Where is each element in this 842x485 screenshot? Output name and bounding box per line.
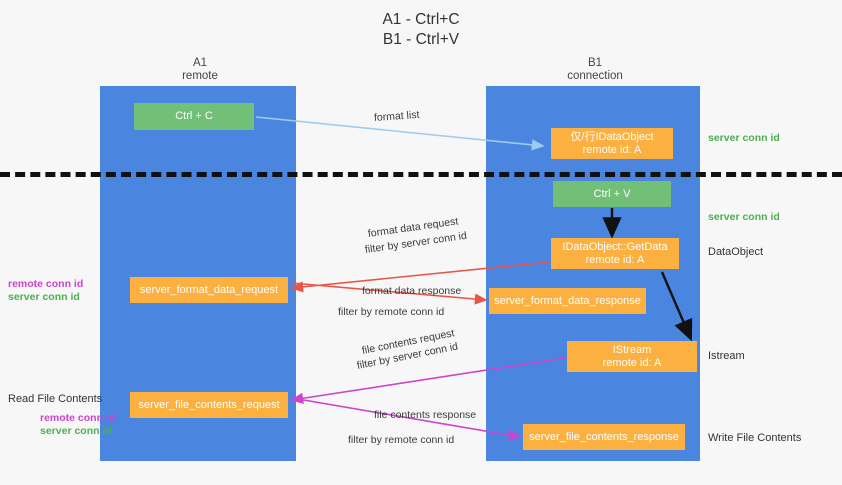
title-line-2: B1 - Ctrl+V [382,31,460,48]
box-server-format-data-request: server_format_data_request [130,277,288,303]
box-server-format-data-response-label: server_format_data_response [494,294,641,307]
diagram-title: A1 - Ctrl+C B1 - Ctrl+V [0,10,842,50]
box-getdata-title: IDataObject::GetData [562,240,668,253]
phase-divider [0,172,842,177]
label-server-conn-id-top: server conn id [708,132,780,144]
label-file-contents-response: file contents response [374,409,477,421]
box-idataobject: 仅/行IDataObject remote id: A [551,128,673,159]
box-server-format-data-response: server_format_data_response [489,288,646,314]
column-b1-role: connection [567,70,623,82]
box-ctrl-c-label: Ctrl + C [175,110,213,122]
label-server-conn-id-mid: server conn id [708,211,780,223]
filter-value-remote-conn-id: remote conn id [374,306,445,318]
filter-prefix: filter by [355,353,395,372]
label-file-contents-response-filter: filter by remote conn id [348,434,454,446]
box-idataobject-title: 仅/行IDataObject [570,130,654,143]
column-header-b1: B1 connection [520,57,670,83]
box-server-file-contents-request: server_file_contents_request [130,392,288,418]
filter-prefix: filter by [338,306,375,318]
box-getdata-subtitle: remote id: A [585,253,645,266]
box-istream: IStream remote id: A [567,341,697,372]
filter-prefix: filter by [348,434,385,446]
box-idataobject-subtitle: remote id: A [582,143,642,156]
box-ctrl-c: Ctrl + C [134,103,254,130]
filter-value-remote-conn-id: remote conn id [384,434,455,446]
box-getdata: IDataObject::GetData remote id: A [551,238,679,269]
label-format-data-response-filter: filter by remote conn id [338,306,444,318]
box-server-file-contents-response-label: server_file_contents_response [529,430,679,443]
column-header-a1: A1 remote [130,57,270,83]
label-istream: Istream [708,350,745,362]
box-ctrl-v: Ctrl + V [553,181,671,207]
label-read-file-contents: Read File Contents [8,393,103,405]
filter-prefix: filter by [364,238,403,256]
box-ctrl-v-label: Ctrl + V [593,187,631,200]
box-istream-subtitle: remote id: A [602,356,662,369]
box-server-file-contents-request-label: server_file_contents_request [138,398,280,411]
label-write-file-contents: Write File Contents [708,432,802,444]
label-format-list: format list [373,108,420,124]
box-istream-title: IStream [612,343,652,356]
column-b1-name: B1 [587,57,603,69]
column-a1-role: remote [182,70,218,82]
label-server-conn-id-bottom: server conn id [40,425,112,437]
label-remote-conn-id-bottom: remote conn id [40,412,116,424]
label-remote-conn-id-top: remote conn id [8,278,84,290]
label-server-conn-id-left-top: server conn id [8,291,80,303]
column-a1-name: A1 [192,57,208,69]
box-server-file-contents-response: server_file_contents_response [523,424,685,450]
title-line-1: A1 - Ctrl+C [382,11,460,28]
label-dataobject: DataObject [708,246,764,258]
box-server-format-data-request-label: server_format_data_request [139,283,279,296]
label-format-data-response: format data response [362,285,462,297]
